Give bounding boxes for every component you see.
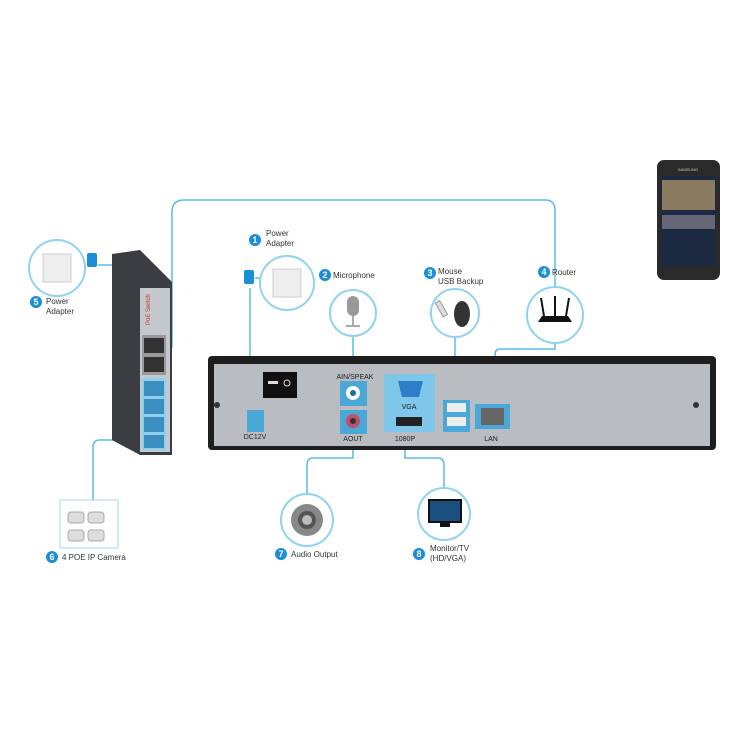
dc-port-label: DC12V	[244, 434, 267, 441]
svg-text:7: 7	[278, 549, 283, 559]
power-socket-5-icon	[42, 253, 72, 283]
poe-switch: PoE Switch	[112, 250, 172, 455]
badge-4	[538, 266, 550, 278]
callout-5-line2: Adapter	[46, 307, 74, 316]
badge-7	[275, 548, 287, 560]
wire-hdmi	[404, 448, 445, 488]
callout-7-line1: Audio Output	[291, 550, 338, 559]
switch-label: PoE Switch	[146, 294, 152, 325]
lan-port-label: LAN	[484, 436, 498, 443]
callout-2-line1: Microphone	[333, 271, 375, 280]
dc-port	[247, 410, 264, 432]
callout-7: 7 Audio Output	[275, 548, 338, 560]
badge-5	[30, 296, 42, 308]
callout-6: 6 4 POE IP Camera	[46, 551, 126, 563]
hdmi-port-label: 1080P	[395, 436, 416, 443]
callout-3: 3 Mouse USB Backup	[424, 267, 484, 286]
wire-switch-camera	[92, 439, 140, 500]
callout-3-line1: Mouse	[438, 267, 463, 276]
microphone-icon	[347, 296, 359, 316]
power-plug-icon	[244, 270, 254, 284]
svg-text:1: 1	[252, 235, 257, 245]
callout-2: 2 Microphone	[319, 269, 375, 281]
ain-port-label: AIN/SPEAK	[337, 374, 374, 381]
badge-6	[46, 551, 58, 563]
hdmi-port	[396, 417, 422, 426]
svg-text:3: 3	[427, 268, 432, 278]
smartphone-image: SAMSUNG	[657, 160, 720, 280]
callout-1-line2: Adapter	[266, 239, 294, 248]
wire-router-lan	[494, 342, 556, 405]
callout-1: 1 Power Adapter	[249, 229, 294, 248]
svg-text:2: 2	[322, 270, 327, 280]
callout-8-line1: Monitor/TV	[430, 544, 470, 553]
usb-drive-icon	[434, 299, 449, 318]
callout-4: 4 Router	[538, 266, 576, 278]
callout-8: 8 Monitor/TV (HD/VGA)	[413, 544, 470, 563]
callout-1-line1: Power	[266, 229, 289, 238]
router-icon	[538, 316, 572, 322]
vga-port	[398, 381, 423, 397]
badge-1	[249, 234, 261, 246]
wire-switch-router	[160, 199, 556, 348]
mouse-icon	[454, 301, 470, 327]
nvr-back-panel: DC12V AIN/SPEAK AOUT VGA 1080P LAN	[208, 356, 716, 450]
monitor-icon	[428, 499, 462, 523]
badge-8	[413, 548, 425, 560]
power-switch	[263, 372, 297, 398]
callout-3-line2: USB Backup	[438, 277, 484, 286]
callout-8-line2: (HD/VGA)	[430, 554, 466, 563]
badge-2	[319, 269, 331, 281]
aout-port-label: AOUT	[343, 436, 363, 443]
callout-6-line1: 4 POE IP Camera	[62, 553, 126, 562]
wire-aout	[306, 448, 354, 494]
svg-text:4: 4	[541, 267, 546, 277]
vga-port-label: VGA	[402, 404, 417, 411]
callout-5: 5 Power Adapter	[30, 296, 74, 316]
callout-4-line1: Router	[552, 268, 576, 277]
power-plug-5-icon	[87, 253, 97, 267]
power-socket-icon	[272, 268, 302, 298]
svg-text:8: 8	[416, 549, 421, 559]
svg-text:6: 6	[49, 552, 54, 562]
phone-brand-text: SAMSUNG	[678, 167, 698, 172]
callout-5-line1: Power	[46, 297, 69, 306]
badge-3	[424, 267, 436, 279]
svg-text:5: 5	[33, 297, 38, 307]
ip-camera-icons	[67, 511, 105, 542]
